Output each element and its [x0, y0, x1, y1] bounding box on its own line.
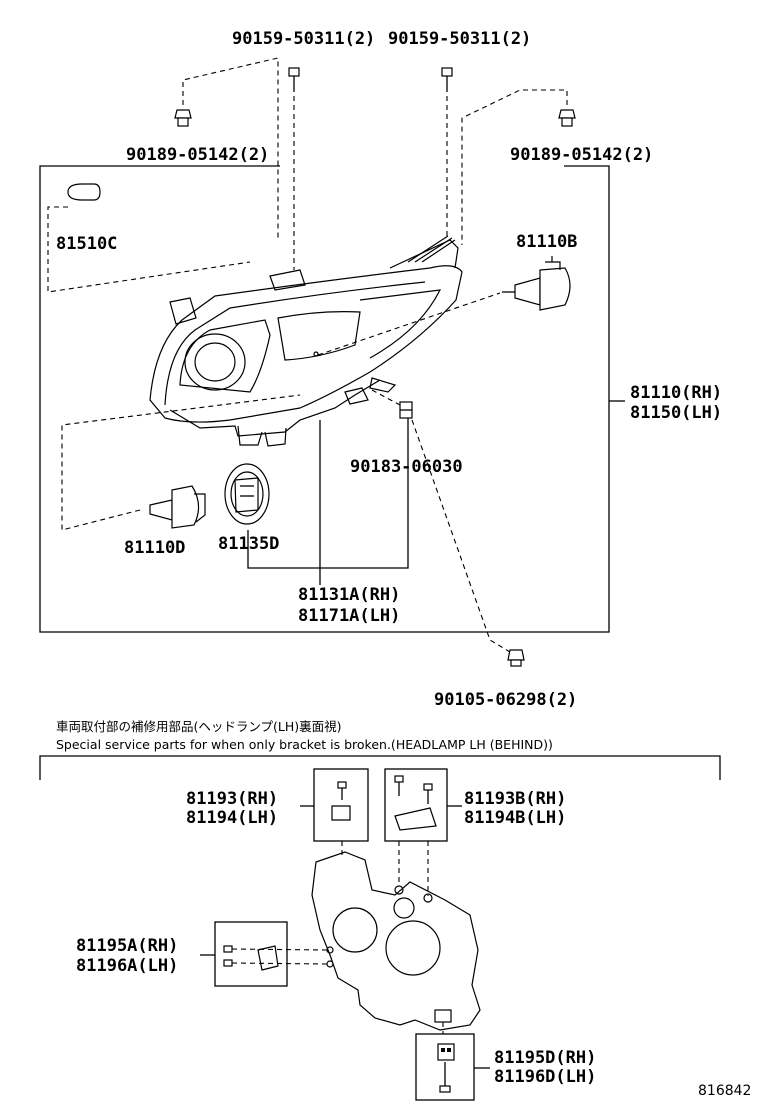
dash-br-c1: [231, 948, 329, 951]
label-clip: 90183-06030: [350, 457, 463, 477]
bracket-box-d: [415, 1033, 475, 1101]
bracket-b-icon: [394, 775, 437, 831]
headlamp-assembly-icon: [149, 235, 463, 447]
dash-nut-left: [182, 57, 279, 240]
cover-icon: [224, 463, 270, 525]
high-beam-bulb-icon: [502, 256, 571, 311]
dash-screw: [411, 419, 511, 653]
label-cover: 81135D: [218, 534, 279, 554]
label-br-d-lh: 81196D(LH): [494, 1067, 596, 1087]
diagram-number: 816842: [698, 1083, 751, 1099]
low-beam-bulb-icon: [149, 485, 206, 529]
label-high-beam: 81110B: [516, 232, 577, 252]
bolt-icon-right: [441, 67, 453, 92]
label-br-b-lh: 81194B(LH): [464, 808, 566, 828]
label-br-a-rh: 81193(RH): [186, 789, 278, 809]
dash-br-c2: [231, 962, 329, 965]
bracket-d-icon: [437, 1043, 455, 1093]
label-br-c-rh: 81195A(RH): [76, 936, 178, 956]
bracket-box-b: [384, 768, 448, 842]
nut-icon-left: [174, 109, 192, 127]
label-low-beam: 81110D: [124, 538, 185, 558]
note-english: Special service parts for when only brac…: [56, 737, 553, 752]
dash-clip: [371, 389, 401, 406]
label-bolt-left: 90159-50311(2): [232, 29, 375, 49]
bottom-frame: [39, 755, 721, 780]
bolt-icon-left: [288, 67, 300, 92]
label-unit-rh: 81131A(RH): [298, 585, 400, 605]
label-bolt-right: 90159-50311(2): [388, 29, 531, 49]
main-frame: [39, 165, 610, 633]
label-br-d-rh: 81195D(RH): [494, 1048, 596, 1068]
small-bulb-icon: [67, 183, 101, 201]
nut-icon-right: [558, 109, 576, 127]
label-br-c-lh: 81196A(LH): [76, 956, 178, 976]
label-br-a-lh: 81194(LH): [186, 808, 278, 828]
label-screw: 90105-06298(2): [434, 690, 577, 710]
screw-icon: [507, 649, 525, 667]
bracket-a-icon: [331, 781, 351, 821]
leader-unit: [247, 418, 409, 569]
dash-small-bulb: [47, 206, 251, 293]
dash-high-beam: [317, 292, 501, 356]
label-br-b-rh: 81193B(RH): [464, 789, 566, 809]
label-nut-right: 90189-05142(2): [510, 145, 653, 165]
label-unit-lh: 81171A(LH): [298, 606, 400, 626]
clip-icon: [399, 401, 413, 419]
note-japanese: 車両取付部の補修用部品(ヘッドランプ(LH)裏面視): [56, 719, 342, 734]
label-small-bulb: 81510C: [56, 234, 117, 254]
bracket-box-a: [313, 768, 369, 842]
label-headlamp-rh: 81110(RH): [630, 383, 722, 403]
dash-low-beam: [61, 394, 301, 531]
label-headlamp-lh: 81150(LH): [630, 403, 722, 423]
dash-nut-right: [461, 89, 568, 245]
bracket-box-c: [214, 921, 288, 987]
label-nut-left: 90189-05142(2): [126, 145, 269, 165]
headlamp-back-icon: [311, 851, 481, 1031]
